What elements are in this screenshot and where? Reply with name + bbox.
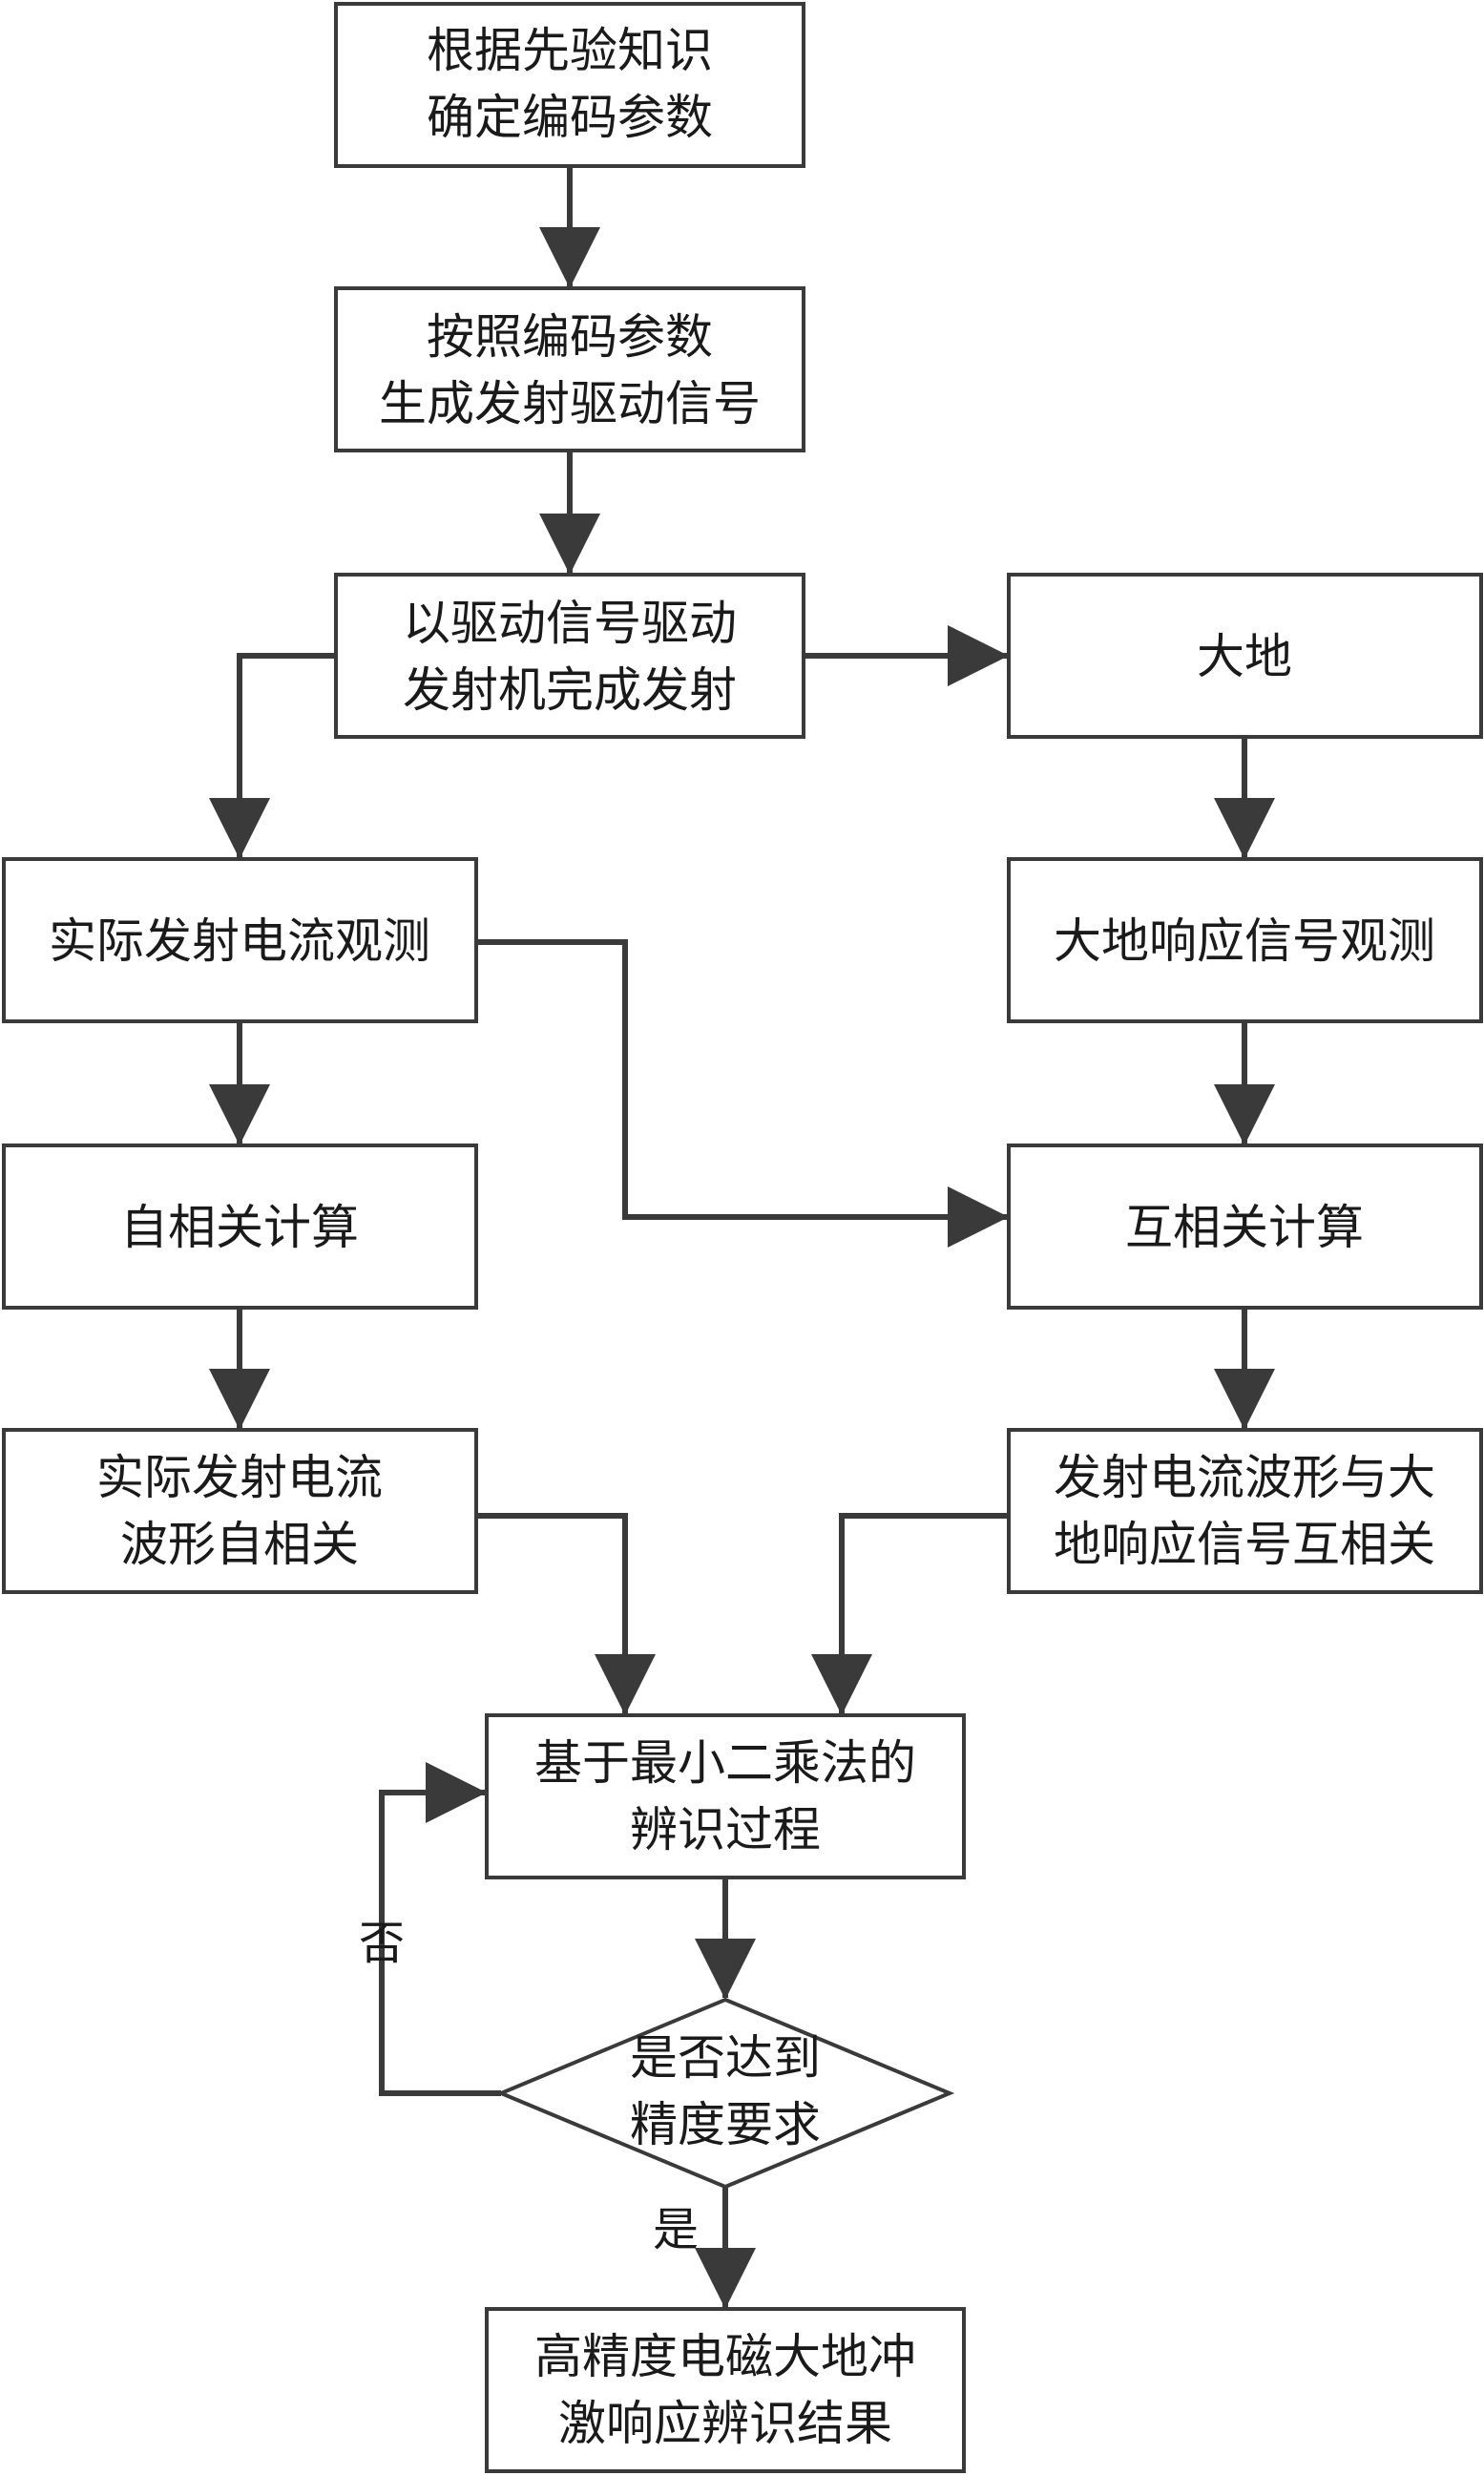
node-generate-signal-line2: 生成发射驱动信号 (379, 376, 761, 431)
node-determine-params-line2: 确定编码参数 (427, 90, 713, 145)
node-transmit-line2: 发射机完成发射 (403, 662, 737, 718)
label-yes: 是 (653, 2203, 699, 2256)
node-final-result-line2: 激响应辨识结果 (558, 2396, 892, 2451)
node-crosscorr-result-line2: 地响应信号互相关 (1054, 1517, 1435, 1572)
node-final-result-line1: 高精度电磁大地冲 (534, 2329, 916, 2384)
node-earth-resp-obs-box (1007, 857, 1483, 1023)
node-current-obs-line1: 实际发射电流观测 (49, 913, 430, 969)
node-autocorr-result-line1: 实际发射电流 (96, 1450, 383, 1505)
node-crosscorr-result-box (1007, 1428, 1483, 1594)
node-earth-line1: 大地 (1197, 629, 1292, 684)
edge-autocorr-result-to-ls (476, 1513, 656, 1715)
edge-check-no-loop (379, 1762, 501, 2096)
node-earth-resp-obs-line1: 大地响应信号观测 (1054, 913, 1435, 969)
node-crosscorr-calc-line1: 互相关计算 (1125, 1200, 1364, 1255)
edge-crosscorr-result-to-ls (811, 1513, 1009, 1715)
node-transmit-box (334, 573, 805, 739)
node-earth-box (1007, 573, 1483, 739)
node-generate-signal-line1: 按照编码参数 (427, 309, 713, 365)
node-ls-identification-line2: 辨识过程 (630, 1802, 821, 1857)
node-ls-identification-line1: 基于最小二乘法的 (534, 1735, 916, 1791)
node-autocorr-result-box (2, 1428, 478, 1594)
node-crosscorr-calc-box (1007, 1144, 1483, 1310)
node-ls-identification-box (485, 1713, 966, 1879)
node-generate-signal-box (334, 286, 805, 452)
edge-current-obs-to-crosscorr (476, 939, 1009, 1248)
node-determine-params-box (334, 2, 805, 168)
node-precision-check-diamond (495, 1997, 955, 2190)
node-transmit-line1: 以驱动信号驱动 (403, 596, 737, 651)
node-determine-params-line1: 根据先验知识 (427, 23, 713, 78)
edge-transmit-to-current-obs (209, 653, 336, 859)
node-precision-check-line1: 是否达到 (630, 2030, 821, 2086)
node-precision-check-line2: 精度要求 (630, 2097, 821, 2152)
node-autocorr-result-line2: 波形自相关 (120, 1517, 359, 1572)
node-final-result-box (485, 2307, 966, 2473)
node-crosscorr-result-line1: 发射电流波形与大 (1054, 1450, 1435, 1505)
label-no: 否 (359, 1917, 405, 1970)
node-autocorr-calc-line1: 自相关计算 (120, 1200, 359, 1255)
